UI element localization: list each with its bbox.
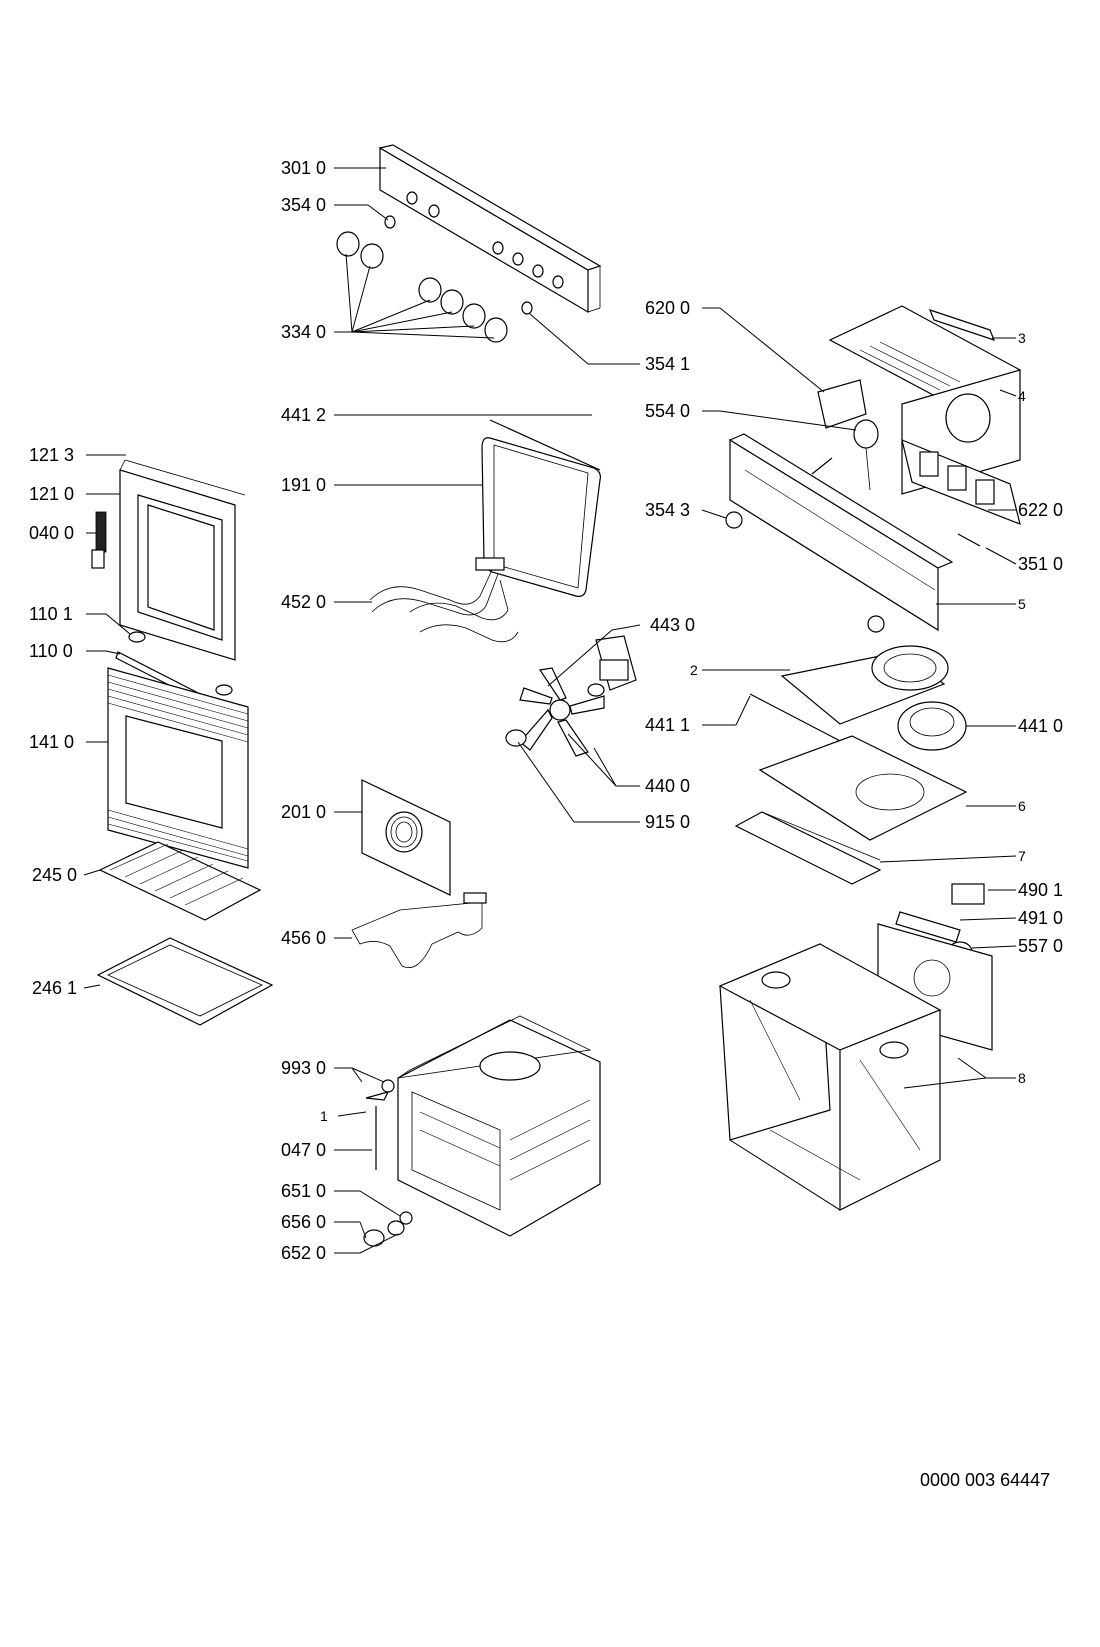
label-040-0: 040 0 — [29, 523, 74, 543]
label-141-0: 141 0 — [29, 732, 74, 752]
label-4: 4 — [1018, 388, 1026, 404]
knobs-334-0 — [336, 215, 533, 343]
label-443-0: 443 0 — [650, 615, 695, 635]
label-121-3: 121 3 — [29, 445, 74, 465]
fan-blade-440-0 — [505, 667, 605, 757]
label-334-0: 334 0 — [281, 322, 326, 342]
label-246-1: 246 1 — [32, 978, 77, 998]
label-452-0: 452 0 — [281, 592, 326, 612]
plate-7 — [734, 811, 882, 885]
knob-354-3 — [725, 511, 743, 529]
document-number: 0000 003 64447 — [920, 1470, 1051, 1490]
plate-6 — [758, 735, 968, 841]
label-491-0: 491 0 — [1018, 908, 1063, 928]
door-hinge-040-0 — [91, 511, 107, 569]
label-7: 7 — [1018, 848, 1026, 864]
label-191-0: 191 0 — [281, 475, 326, 495]
fan-shroud-2 — [749, 645, 949, 745]
label-354-0: 354 0 — [281, 195, 326, 215]
bottom-element-456-0 — [351, 892, 487, 969]
label-915-0: 915 0 — [645, 812, 690, 832]
label-656-0: 656 0 — [281, 1212, 326, 1232]
label-047-0: 047 0 — [281, 1140, 326, 1160]
label-490-1: 490 1 — [1018, 880, 1063, 900]
lamp-parts — [363, 1079, 413, 1247]
label-557-0: 557 0 — [1018, 936, 1063, 956]
front-frame-5 — [728, 433, 954, 633]
grill-element-452-0 — [369, 557, 519, 643]
rod-351-0 — [811, 457, 981, 547]
label-110-1: 110 1 — [29, 604, 73, 624]
label-354-1: 354 1 — [645, 354, 690, 374]
label-201-0: 201 0 — [281, 802, 326, 822]
label-301-0: 301 0 — [281, 158, 326, 178]
label-441-1: 441 1 — [645, 715, 690, 735]
leader-lines — [83, 167, 1017, 1254]
label-110-0: 110 0 — [29, 641, 73, 661]
oven-cavity-center — [397, 1015, 601, 1237]
label-6: 6 — [1018, 798, 1026, 814]
baking-tray-246-1 — [96, 937, 274, 1026]
label-3: 3 — [1018, 330, 1026, 346]
control-panel-301-0 — [378, 144, 602, 314]
label-456-0: 456 0 — [281, 928, 326, 948]
label-993-0: 993 0 — [281, 1058, 326, 1078]
door-bracket-110-1 — [128, 631, 233, 696]
door-glass-141-0 — [107, 667, 249, 869]
label-351-0: 351 0 — [1018, 554, 1063, 574]
label-620-0: 620 0 — [645, 298, 690, 318]
label-2: 2 — [690, 662, 698, 678]
label-1: 1 — [320, 1108, 328, 1124]
label-354-3: 354 3 — [645, 500, 690, 520]
label-121-0: 121 0 — [29, 484, 74, 504]
label-441-2: 441 2 — [281, 405, 326, 425]
label-652-0: 652 0 — [281, 1243, 326, 1263]
label-554-0: 554 0 — [645, 401, 690, 421]
switches-622-0 — [901, 439, 1021, 525]
fan-cover-201-0 — [361, 779, 451, 896]
fan-441-0 — [897, 701, 967, 751]
label-622-0: 622 0 — [1018, 500, 1063, 520]
label-440-0: 440 0 — [645, 776, 690, 796]
label-441-0: 441 0 — [1018, 716, 1063, 736]
door-seal-191-0 — [481, 419, 601, 597]
label-5: 5 — [1018, 596, 1026, 612]
oven-housing-8 — [718, 943, 942, 1211]
thermostat-554-0 — [853, 419, 879, 491]
label-651-0: 651 0 — [281, 1181, 326, 1201]
fan-motor-443-0 — [587, 635, 637, 697]
door-frame-121-0 — [119, 459, 246, 661]
oven-rack-245-0 — [98, 841, 262, 921]
label-245-0: 245 0 — [32, 865, 77, 885]
label-8: 8 — [1018, 1070, 1026, 1086]
switch-620-0 — [817, 379, 867, 429]
